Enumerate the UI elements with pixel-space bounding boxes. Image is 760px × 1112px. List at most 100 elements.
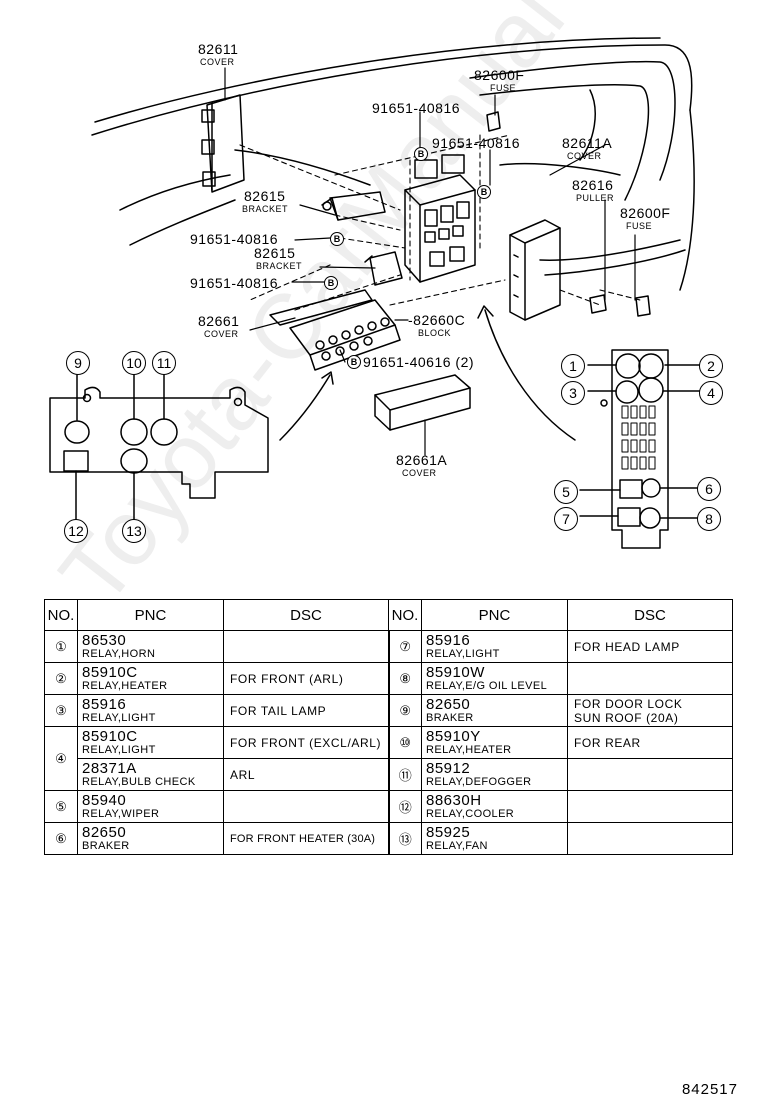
part-82600F-top-label: 82600F — [474, 67, 525, 83]
callout-9: 9 — [66, 351, 90, 375]
description-cell — [223, 630, 389, 663]
callout-3: 3 — [561, 381, 585, 405]
callout-13: 13 — [122, 519, 146, 543]
part-82616-desc: PULLER — [576, 193, 615, 203]
cover-82661A-drawing — [374, 374, 471, 431]
callout-11: 11 — [152, 351, 176, 375]
part-82611A-desc: COVER — [567, 151, 602, 161]
row-number: ⑤ — [44, 790, 78, 823]
part-82615-lower-label: 82615 — [254, 245, 296, 261]
part-name: BRAKER — [426, 712, 474, 724]
row-number: ② — [44, 662, 78, 695]
part-name: RELAY,HORN — [82, 648, 156, 660]
description-cell: FOR FRONT (EXCL/ARL) — [223, 726, 389, 759]
header-pnc: PNC — [77, 599, 224, 631]
callout-1: 1 — [561, 354, 585, 378]
cover-82661-drawing — [269, 289, 401, 371]
part-82600F-right-label: 82600F — [620, 205, 671, 221]
bolt-b-symbol-2: B — [477, 185, 491, 199]
dashed-guide-lines — [239, 134, 641, 311]
dashboard-outline — [91, 37, 695, 291]
drawing-number: 842517 — [681, 1081, 738, 1098]
header-dsc: DSC — [567, 599, 733, 631]
description-cell: ARL — [223, 758, 389, 791]
part-name: RELAY,LIGHT — [426, 648, 500, 660]
cover-82611A-drawing — [509, 219, 561, 321]
part-name: RELAY,COOLER — [426, 808, 515, 820]
callout-5: 5 — [554, 480, 578, 504]
part-82600F-top-desc: FUSE — [490, 83, 517, 93]
row-number: ⑥ — [44, 822, 78, 855]
bolt-b-symbol-1: B — [414, 147, 428, 161]
part-82661-desc: COVER — [204, 329, 239, 339]
part-number: 85910W — [426, 664, 485, 681]
row-number: ⑨ — [387, 694, 422, 727]
part-name: RELAY,HEATER — [426, 744, 512, 756]
part-82615-desc: BRACKET — [242, 204, 289, 214]
part-82611-desc: COVER — [200, 57, 235, 67]
part-name: RELAY,WIPER — [82, 808, 160, 820]
row-number: ⑬ — [387, 822, 422, 855]
part-82616-label: 82616 — [572, 177, 614, 193]
bolt-label-5: 91651-40616 (2) — [363, 354, 475, 370]
part-82611A-label: 82611A — [562, 135, 613, 151]
callout-7: 7 — [554, 507, 578, 531]
description-cell — [567, 822, 733, 855]
row-number: ③ — [44, 694, 78, 727]
part-82615-lower-desc: BRACKET — [256, 261, 303, 271]
part-name: RELAY,DEFOGGER — [426, 776, 532, 788]
cover-82611-drawing — [201, 94, 245, 193]
bolt-label-1: 91651-40816 — [372, 100, 461, 116]
part-number: 85925 — [426, 824, 471, 841]
description-cell: FOR HEAD LAMP — [567, 630, 733, 663]
callout-4: 4 — [699, 381, 723, 405]
bolt-label-2: 91651-40816 — [432, 135, 521, 151]
bolt-label-3: 91651-40816 — [190, 231, 279, 247]
part-82661A-label: 82661A — [396, 452, 448, 468]
bolt-b-symbol-4: B — [324, 276, 338, 290]
part-name: RELAY,HEATER — [82, 680, 168, 692]
part-name: RELAY,LIGHT — [82, 744, 156, 756]
part-82661A-desc: COVER — [402, 468, 437, 478]
callout-8: 8 — [697, 507, 721, 531]
bolt-label-4: 91651-40816 — [190, 275, 279, 291]
bolt-b-symbol-5: B — [347, 355, 361, 369]
part-number: 28371A — [82, 760, 137, 777]
row-number: ⑧ — [387, 662, 422, 695]
part-name: BRAKER — [82, 840, 130, 852]
part-name: RELAY,LIGHT — [82, 712, 156, 724]
part-82660C-desc: BLOCK — [418, 328, 452, 338]
part-82600F-right-desc: FUSE — [626, 221, 653, 231]
exploded-parts-diagram: 82611 COVER 82600F FUSE 91651-40816 B 91… — [49, 37, 723, 549]
part-number: 85910C — [82, 664, 138, 681]
header-pnc: PNC — [421, 599, 568, 631]
callout-10: 10 — [122, 351, 146, 375]
part-number: 82650 — [426, 696, 471, 713]
fuse-puller-drawing — [486, 111, 651, 317]
part-number: 85910Y — [426, 728, 481, 745]
fuse-block-drawing — [404, 154, 476, 283]
left-relay-panel — [49, 374, 269, 521]
description-cell — [567, 758, 733, 791]
part-82660C-label: -82660C — [408, 312, 466, 328]
part-number: 88630H — [426, 792, 482, 809]
description-cell: FOR REAR — [567, 726, 733, 759]
row-number: ⑫ — [387, 790, 422, 823]
part-number: 85916 — [426, 632, 471, 649]
